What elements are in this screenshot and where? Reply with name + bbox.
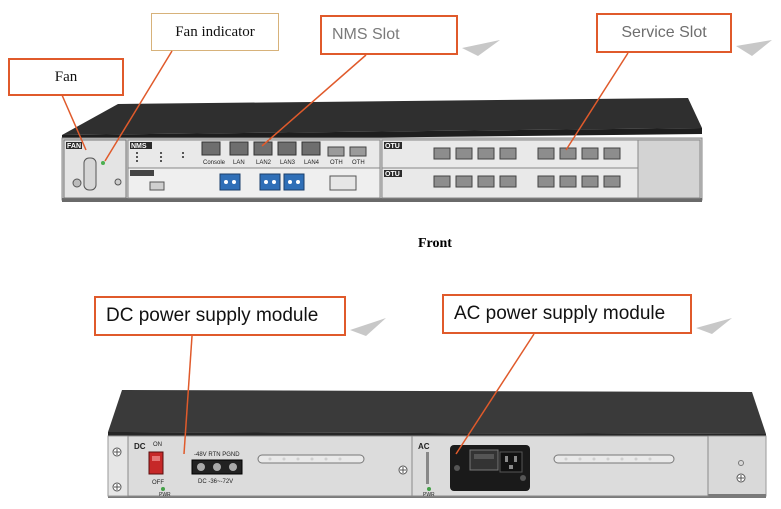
nms-slot-board: NMS Console LAN LAN2 LAN3 LAN4 OTH OTH <box>127 139 381 169</box>
rack-ear-left <box>107 435 129 497</box>
service-slot-bottom: OTU <box>381 167 639 199</box>
sfp-port-label: OTH <box>330 160 343 166</box>
sfp-port <box>349 146 367 157</box>
fan-module: FAN <box>63 139 127 199</box>
otu-label-top: OTU <box>385 143 400 150</box>
otu-label-bottom: OTU <box>385 171 400 178</box>
optical-board <box>127 167 381 199</box>
dc-terminal-labels: -48V RTN PGND <box>194 452 240 458</box>
service-slot-callout: Service Slot <box>596 13 732 53</box>
front-caption: Front <box>418 236 452 251</box>
dc-module-leader-line <box>183 335 193 455</box>
ac-module: AC PWR <box>411 435 709 498</box>
ac-module-leader-line <box>455 333 535 455</box>
ac-handle <box>553 454 675 464</box>
dc-power-switch <box>148 451 164 475</box>
lan-port-label: LAN2 <box>256 160 272 166</box>
nms-slot-callout: NMS Slot <box>320 15 458 55</box>
fan-indicator-leader-line <box>104 50 173 162</box>
callout-shadow <box>696 318 732 334</box>
service-slot-leader-line <box>565 52 629 151</box>
fan-label: FAN <box>67 143 81 150</box>
console-port-label: Console <box>203 160 226 166</box>
lan-port <box>301 141 321 156</box>
callout-shadow <box>462 40 500 56</box>
dc-module-callout: DC power supply module <box>94 296 346 336</box>
ac-pwr-label: PWR <box>423 492 435 498</box>
lc-connector <box>283 173 305 191</box>
lan-port-label: LAN <box>233 160 245 166</box>
dc-pwr-led <box>161 487 165 491</box>
ac-pwr-led <box>427 487 431 491</box>
callout-shadow <box>350 318 386 336</box>
lan-port <box>229 141 249 156</box>
dc-module: DC ON OFF PWR -48V RTN PGND DC -36~-72V <box>127 435 413 498</box>
lan-port-label: LAN3 <box>280 160 296 166</box>
lan-port-label: LAN4 <box>304 160 320 166</box>
service-slot-top: OTU <box>381 139 639 169</box>
fan-indicator-callout: Fan indicator <box>151 13 279 51</box>
console-port <box>201 141 221 156</box>
ac-power-switch <box>469 449 499 471</box>
lan-port <box>253 141 273 156</box>
nms-label: NMS <box>131 143 147 150</box>
blank-panel <box>637 139 701 199</box>
sfp-port-label: OTH <box>352 160 365 166</box>
ac-label: AC <box>418 442 430 451</box>
fan-indicator-led <box>101 161 105 165</box>
fan-callout: Fan <box>8 58 124 96</box>
lc-connector <box>259 173 281 191</box>
nms-slot-leader-line <box>261 54 367 147</box>
lc-connector <box>219 173 241 191</box>
dc-pwr-label: PWR <box>159 492 171 498</box>
rack-ear-right <box>736 460 746 483</box>
dc-on-label: ON <box>153 442 162 448</box>
callout-shadow <box>736 40 772 56</box>
lan-port <box>277 141 297 156</box>
ac-module-callout: AC power supply module <box>442 294 692 334</box>
dc-label: DC <box>134 442 146 451</box>
sfp-port <box>327 146 345 157</box>
dc-off-label: OFF <box>152 480 164 486</box>
led-column <box>136 152 184 162</box>
fan-leader-line <box>61 94 87 151</box>
dc-voltage-label: DC -36~-72V <box>198 479 233 485</box>
